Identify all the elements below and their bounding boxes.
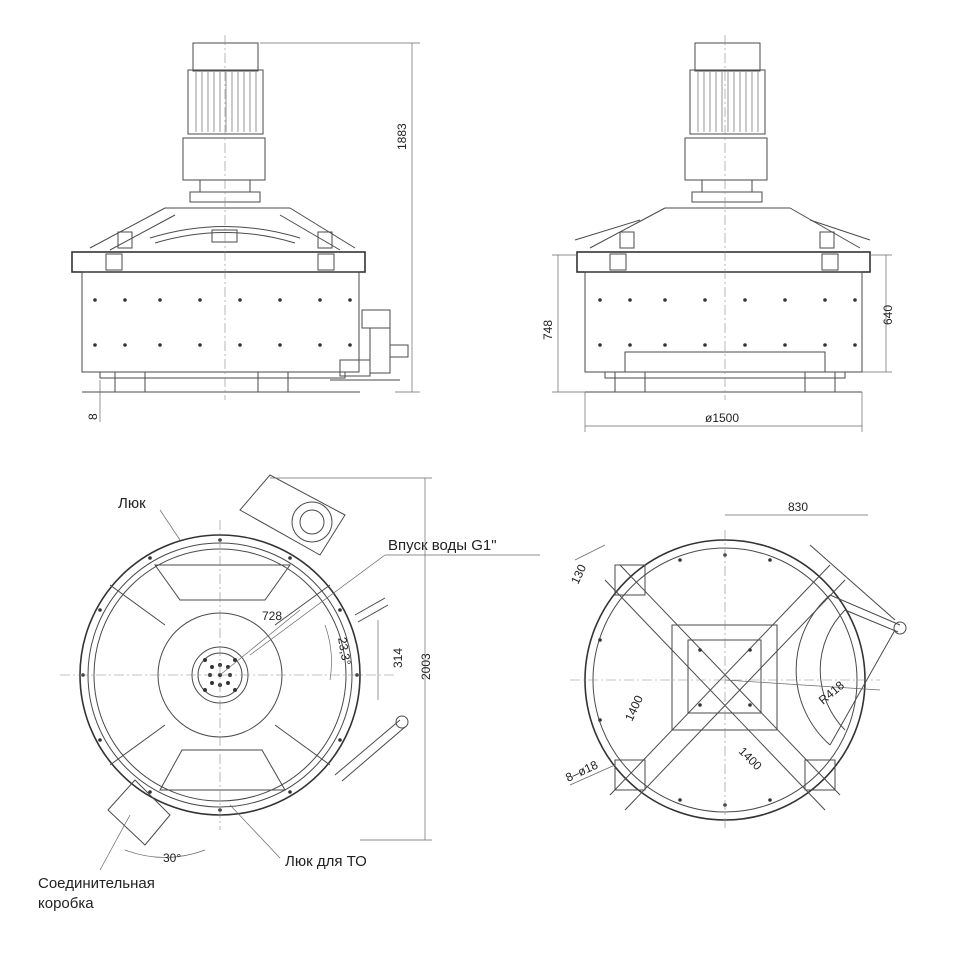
label-service-hatch: Люк для ТО xyxy=(285,853,367,870)
junction-box xyxy=(107,779,171,846)
label-hatch: Люк xyxy=(118,495,146,512)
hatch-bottom xyxy=(159,749,286,791)
side-elevation-view: 748 640 ø1500 xyxy=(541,35,895,432)
bolt-row xyxy=(93,298,352,347)
dim-640: 640 xyxy=(862,254,895,373)
dim-640-text: 640 xyxy=(881,305,895,325)
dim-728-text: 728 xyxy=(262,609,282,623)
dim-8: 8 xyxy=(86,380,101,422)
dim-748-text: 748 xyxy=(541,320,555,340)
front-elevation-view: 1883 8 xyxy=(71,35,420,422)
discharge-gate xyxy=(795,594,831,746)
bottom-view: 830 130 1400 1400 8–ø18 R418 xyxy=(563,500,907,830)
dim-1500-text: ø1500 xyxy=(705,411,739,425)
plan-view: Люк Впуск воды G1" Люк для ТО Соединител… xyxy=(38,474,540,912)
hatch-top xyxy=(154,564,291,601)
dim-1400a-text: 1400 xyxy=(622,693,646,723)
dim-1500: ø1500 xyxy=(584,392,863,432)
top-flange xyxy=(71,251,366,273)
label-water-inlet: Впуск воды G1" xyxy=(388,537,497,554)
drum-body xyxy=(81,271,360,373)
hatch-cylinder xyxy=(334,715,409,782)
dim-314-text: 314 xyxy=(391,648,405,668)
dim-130-text: 130 xyxy=(568,562,589,586)
dim-830-text: 830 xyxy=(788,500,808,514)
dim-30-text: 30° xyxy=(163,851,181,865)
drive-unit xyxy=(239,474,346,556)
label-junction-box-line2: коробка xyxy=(38,895,94,912)
motor xyxy=(182,42,266,203)
label-junction-box-line1: Соединительная xyxy=(38,875,155,892)
dim-1400b-text: 1400 xyxy=(736,744,765,773)
dim-8-text: 8 xyxy=(86,413,100,420)
cover-frame xyxy=(89,207,356,251)
center-frame xyxy=(671,624,778,731)
dim-23-text: 23,3° xyxy=(335,636,354,666)
dim-1883-text: 1883 xyxy=(395,123,409,150)
dim-2003-text: 2003 xyxy=(419,653,433,680)
dim-748: 748 xyxy=(541,254,585,393)
dim-holes-text: 8–ø18 xyxy=(563,758,600,785)
water-valve-assembly xyxy=(330,309,409,381)
dim-1883: 1883 xyxy=(260,42,420,393)
